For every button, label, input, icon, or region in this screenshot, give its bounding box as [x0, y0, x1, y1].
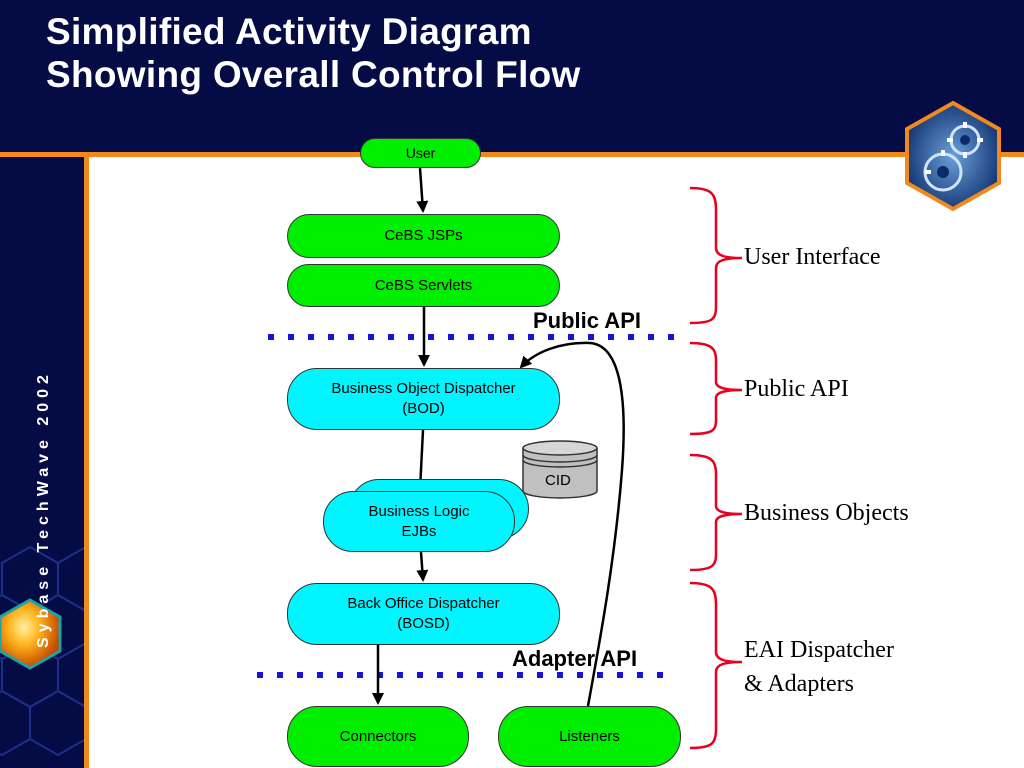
adapter-api-boundary-label: Adapter API	[512, 646, 638, 671]
cid-label: CID	[545, 472, 571, 489]
layer-public-api: Public API	[744, 376, 849, 402]
bracket-user-interface	[689, 186, 743, 325]
title-line-2: Showing Overall Control Flow	[46, 54, 581, 95]
listeners-node: Listeners	[498, 706, 681, 767]
bracket-public-api	[689, 341, 743, 436]
user-node-label: User	[405, 145, 436, 161]
listeners-label: Listeners	[559, 727, 620, 745]
arrow-user-to-jsps	[416, 167, 429, 213]
arrow-logic-to-bosd	[416, 551, 429, 582]
cebs-jsps-label: CeBS JSPs	[384, 227, 463, 244]
cebs-servlets-node: CeBS Servlets	[287, 264, 560, 307]
layer-user-interface: User Interface	[744, 244, 881, 270]
gear-hexagon-logo-icon	[905, 100, 1001, 212]
business-logic-label: Business Logic EJBs	[368, 502, 470, 540]
arrow-listeners-to-bod	[519, 341, 625, 707]
bracket-business-objects	[689, 453, 743, 572]
slide-header	[0, 0, 1024, 156]
cid-database-icon	[522, 440, 598, 499]
title-line-1: Simplified Activity Diagram	[46, 11, 532, 52]
connectors-node: Connectors	[287, 706, 469, 767]
cebs-jsps-node: CeBS JSPs	[287, 214, 560, 258]
orange-orb-icon	[0, 598, 62, 670]
cebs-servlets-label: CeBS Servlets	[374, 276, 473, 294]
layer-eai-dispatcher: EAI Dispatcher & Adapters	[744, 637, 894, 697]
user-node: User	[360, 138, 481, 168]
hexagon-pattern	[0, 545, 84, 757]
bracket-eai	[689, 581, 743, 750]
bod-node: Business Object Dispatcher (BOD)	[287, 368, 560, 430]
bosd-node: Back Office Dispatcher (BOSD)	[287, 583, 560, 645]
sidebar-accent-line	[84, 152, 89, 768]
layer-business-objects: Business Objects	[744, 500, 909, 526]
header-accent-line	[0, 152, 1024, 157]
slide-title: Simplified Activity Diagram Showing Over…	[46, 10, 581, 96]
layer-brackets	[689, 186, 743, 750]
business-logic-node: Business Logic EJBs	[323, 491, 515, 552]
connectors-label: Connectors	[339, 727, 417, 745]
left-sidebar: Sybase TechWave 2002	[0, 157, 84, 768]
bod-label: Business Object Dispatcher (BOD)	[331, 380, 516, 417]
bosd-label: Back Office Dispatcher (BOSD)	[347, 595, 500, 632]
public-api-boundary-label: Public API	[533, 308, 641, 333]
